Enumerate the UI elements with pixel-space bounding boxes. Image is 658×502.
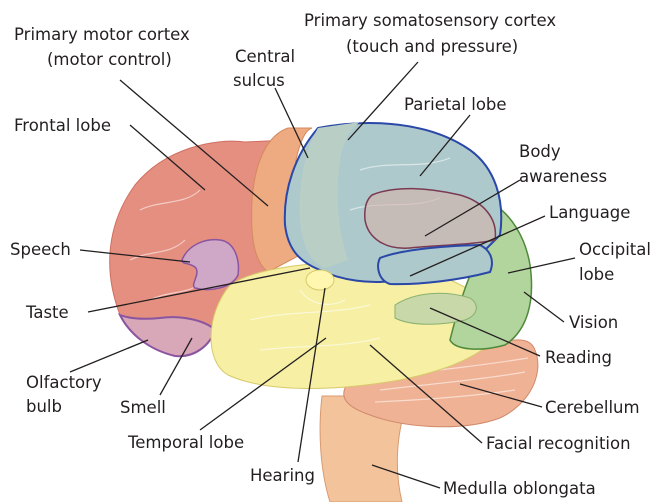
label-language: Language bbox=[549, 203, 630, 222]
leader-temporal bbox=[199, 337, 327, 431]
leader-somato bbox=[347, 61, 419, 141]
label-taste: Taste bbox=[25, 303, 69, 322]
leader-speech bbox=[79, 249, 191, 263]
leader-taste bbox=[87, 267, 311, 313]
label-central-sulcus-sub: sulcus bbox=[233, 71, 285, 90]
reading-region bbox=[394, 292, 477, 325]
label-body-awareness-sub: awareness bbox=[519, 167, 607, 186]
label-occipital-lobe: Occipital bbox=[579, 240, 651, 259]
label-olfactory-bulb-sub: bulb bbox=[26, 397, 62, 416]
body-awareness-region bbox=[364, 187, 497, 249]
leader-reading bbox=[429, 307, 541, 357]
leader-sulcus bbox=[274, 87, 309, 159]
label-frontal-lobe: Frontal lobe bbox=[14, 116, 111, 135]
leader-body bbox=[424, 179, 521, 237]
primary-somatosensory-cortex-region bbox=[299, 122, 360, 268]
olfactory-bulb-region bbox=[117, 313, 217, 358]
leader-olfactory bbox=[69, 339, 149, 373]
label-temporal-lobe: Temporal lobe bbox=[127, 433, 244, 452]
leader-language bbox=[409, 215, 546, 277]
label-smell: Smell bbox=[120, 398, 166, 417]
taste-region bbox=[305, 269, 335, 291]
label-olfactory-bulb: Olfactory bbox=[26, 373, 102, 392]
label-facial-recognition: Facial recognition bbox=[486, 434, 631, 453]
speech-region bbox=[181, 238, 240, 291]
leader-facial bbox=[369, 344, 483, 444]
label-central-sulcus: Central bbox=[235, 47, 295, 66]
label-reading: Reading bbox=[545, 348, 612, 367]
label-speech: Speech bbox=[10, 240, 71, 259]
label-cerebellum: Cerebellum bbox=[545, 398, 640, 417]
leader-frontal bbox=[129, 124, 206, 191]
label-primary-motor-cortex: Primary motor cortex bbox=[14, 25, 190, 44]
label-primary-somatosensory-cortex-sub: (touch and pressure) bbox=[346, 37, 518, 56]
label-hearing: Hearing bbox=[250, 466, 315, 485]
label-parietal-lobe: Parietal lobe bbox=[404, 95, 507, 114]
label-medulla-oblongata: Medulla oblongata bbox=[443, 479, 596, 498]
leader-vision bbox=[523, 291, 565, 323]
leader-motor bbox=[119, 79, 269, 207]
label-occipital-lobe-sub: lobe bbox=[579, 265, 614, 284]
primary-motor-cortex-region bbox=[251, 127, 313, 273]
leader-smell bbox=[159, 337, 193, 396]
leader-medulla bbox=[371, 464, 441, 489]
leader-cerebellum bbox=[459, 383, 543, 408]
leader-hearing bbox=[297, 287, 326, 463]
label-vision: Vision bbox=[569, 313, 618, 332]
label-primary-somatosensory-cortex: Primary somatosensory cortex bbox=[304, 11, 556, 30]
label-primary-motor-cortex-sub: (motor control) bbox=[47, 50, 172, 69]
label-body-awareness: Body bbox=[519, 142, 561, 161]
leader-occipital bbox=[507, 257, 576, 274]
leader-parietal bbox=[419, 114, 471, 177]
